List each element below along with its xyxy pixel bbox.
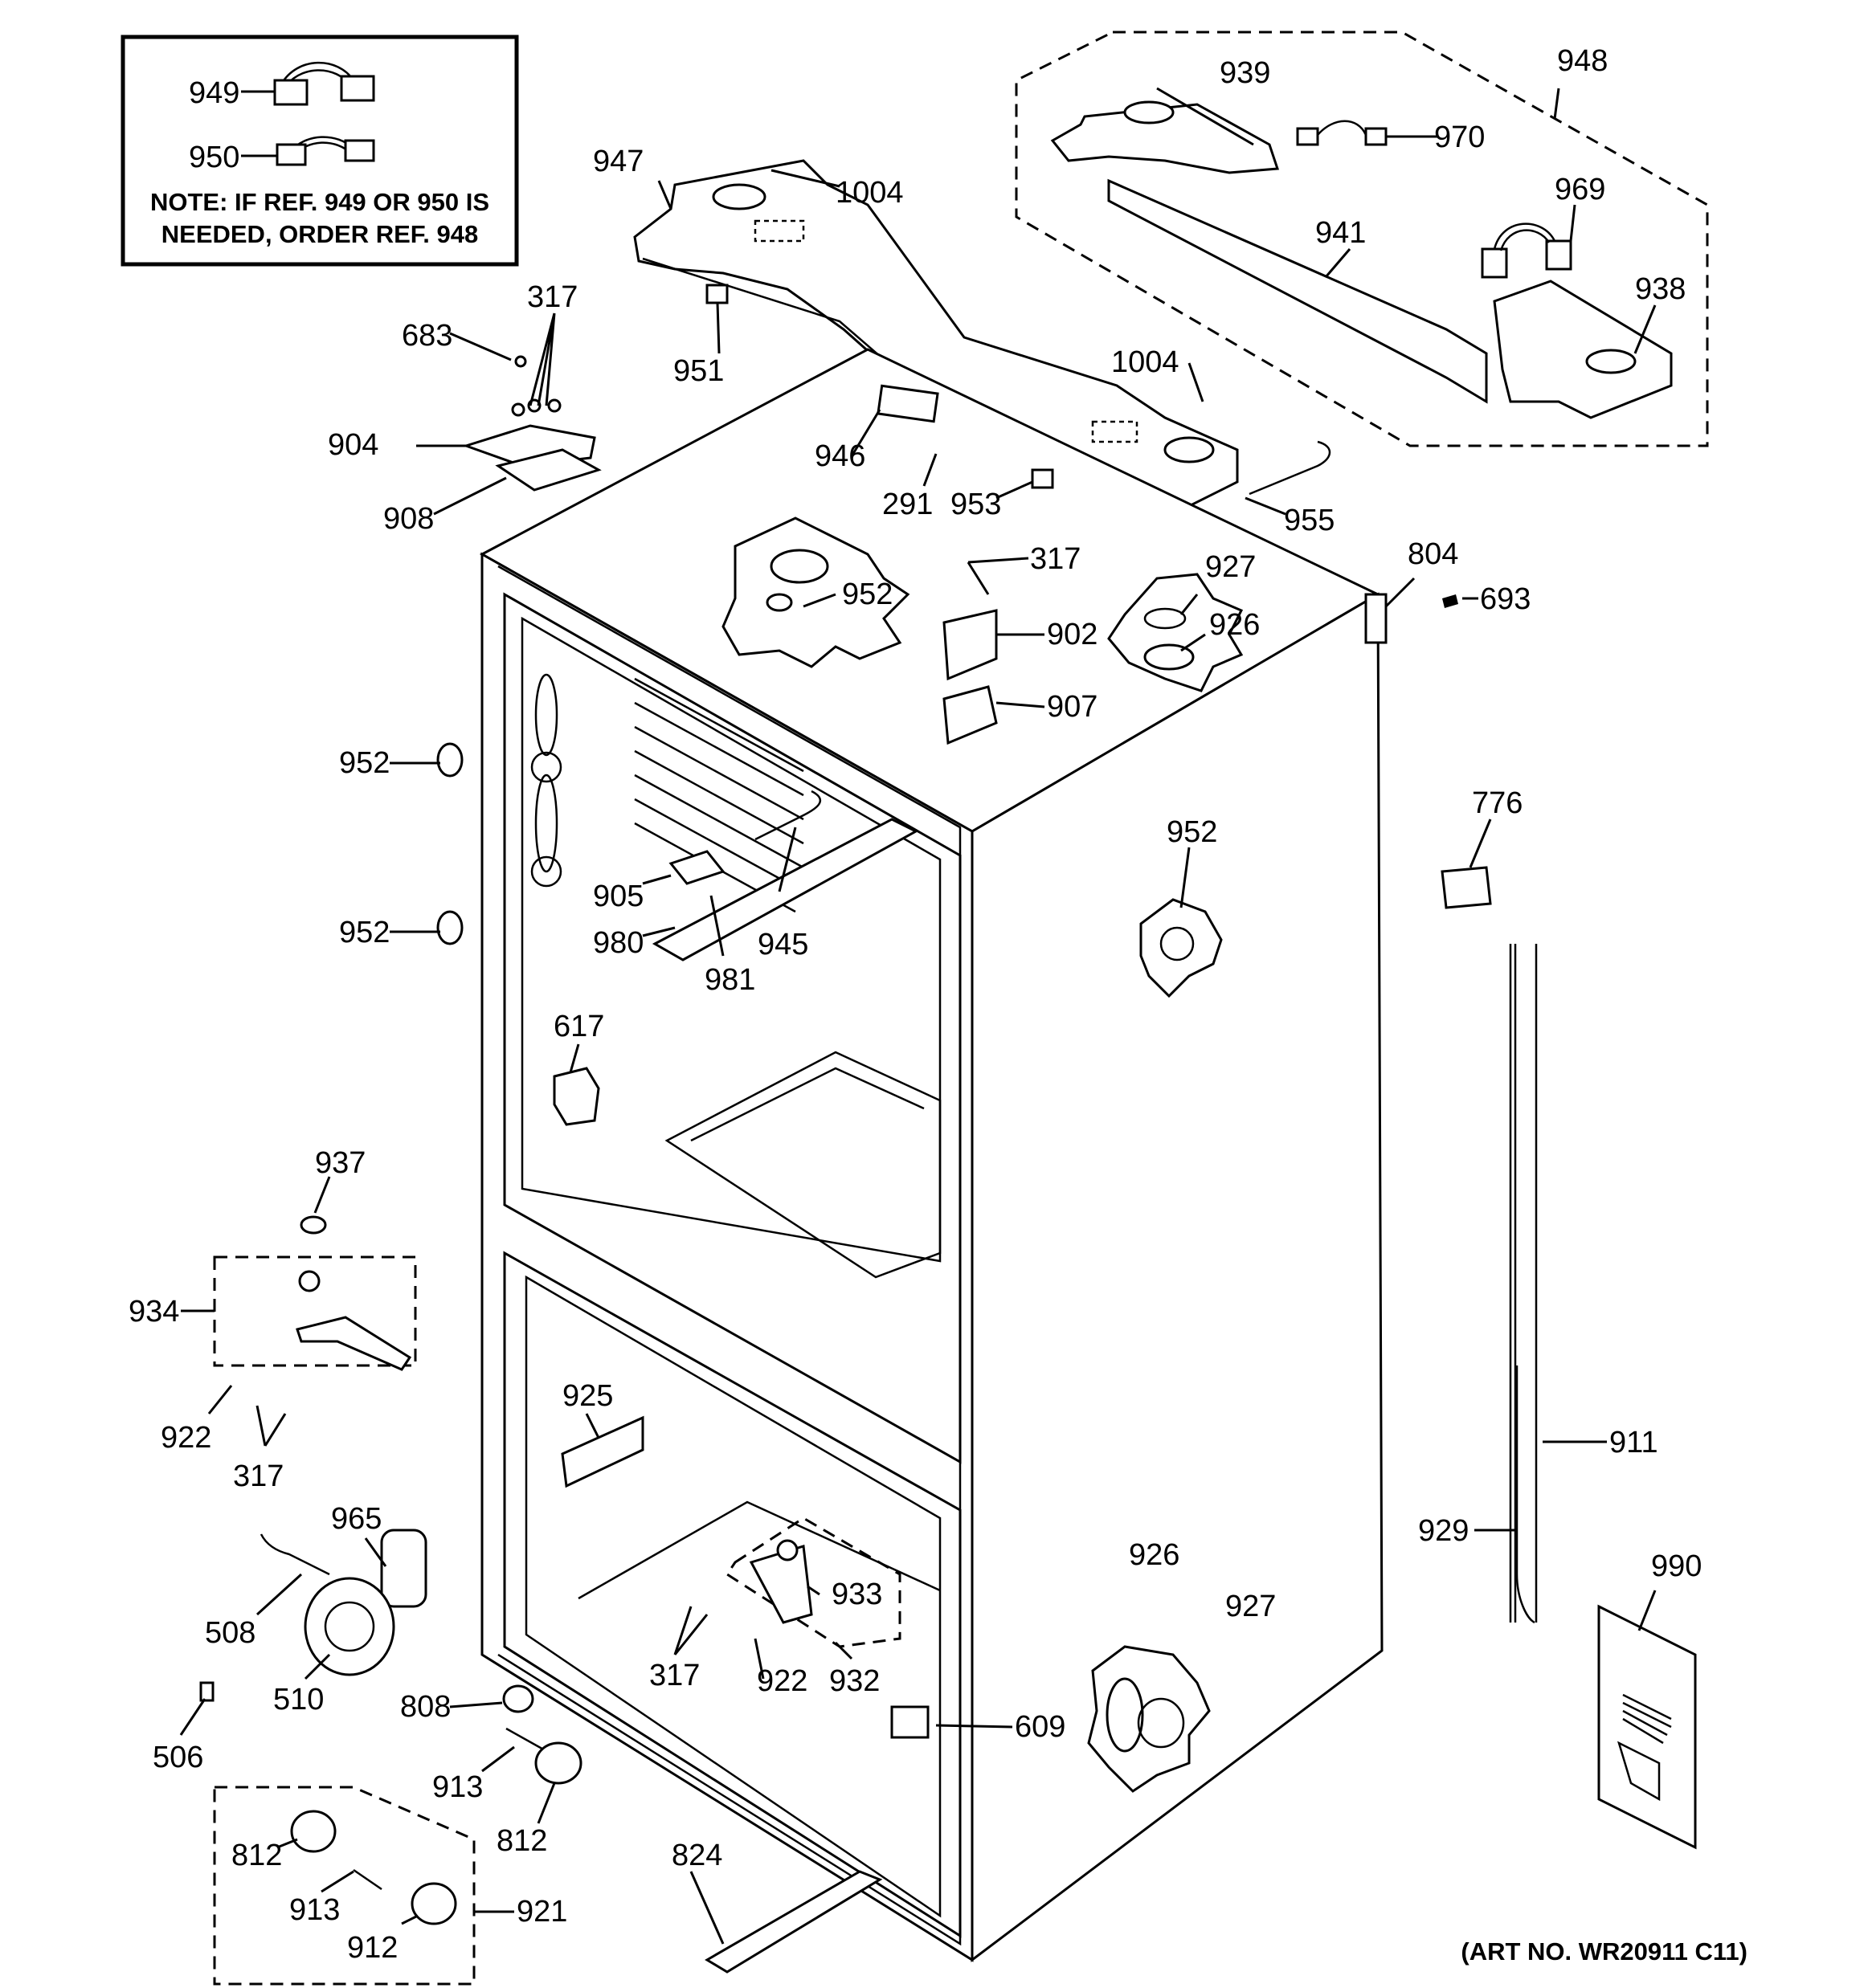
callout-965: 965: [331, 1502, 382, 1536]
callout-955: 955: [1284, 504, 1335, 537]
callout-946: 946: [815, 439, 865, 473]
side-shell-lower: [1087, 1645, 1211, 1793]
wire-harness-950-icon: [276, 136, 375, 166]
callout-902: 902: [1047, 618, 1098, 651]
callout-1004: 1004: [836, 176, 904, 210]
note-box: 949 950 NOTE: IF REF. 949 OR 950 IS NEED…: [121, 35, 519, 267]
callout-949: 949: [189, 76, 239, 110]
art-number: (ART NO. WR20911 C11): [1461, 1937, 1747, 1966]
callout-609: 609: [1015, 1710, 1065, 1744]
callout-934: 934: [129, 1295, 179, 1329]
callout-683: 683: [402, 319, 452, 353]
callout-980: 980: [593, 926, 644, 960]
callout-912: 912: [347, 1931, 398, 1965]
callout-927-top: 927: [1205, 550, 1256, 584]
callout-947: 947: [593, 145, 644, 178]
top-cover-bracket: [633, 159, 1239, 528]
refrigerator-case: [479, 348, 1517, 1963]
callout-922-left: 922: [161, 1421, 211, 1455]
callout-952-side: 952: [1167, 815, 1217, 849]
callout-937: 937: [315, 1146, 366, 1180]
group-948-parts: [1050, 100, 1673, 419]
callout-941: 941: [1315, 216, 1366, 250]
wire-harness-949-icon: [273, 61, 375, 106]
misc-parts: [199, 284, 1697, 1986]
callout-824: 824: [672, 1839, 722, 1872]
callout-926-side: 926: [1129, 1538, 1179, 1572]
callout-922-bottom: 922: [757, 1664, 807, 1698]
callout-932: 932: [829, 1664, 880, 1698]
callout-617: 617: [554, 1010, 604, 1043]
callout-921: 921: [517, 1895, 567, 1929]
callout-945: 945: [758, 928, 808, 961]
callout-952-left-upper: 952: [339, 746, 390, 780]
callout-506: 506: [153, 1741, 203, 1774]
callout-812: 812: [497, 1824, 547, 1858]
callout-911: 911: [1609, 1426, 1658, 1459]
callout-933: 933: [832, 1578, 882, 1611]
callout-291: 291: [882, 488, 933, 521]
callout-776: 776: [1472, 786, 1523, 820]
callout-317-top: 317: [1030, 542, 1081, 576]
callout-970: 970: [1434, 120, 1485, 154]
callout-508: 508: [205, 1616, 255, 1650]
note-line-1: NOTE: IF REF. 949 OR 950 IS: [150, 188, 489, 216]
callout-1004-right: 1004: [1111, 345, 1179, 379]
callout-950: 950: [189, 141, 239, 174]
callout-990: 990: [1651, 1549, 1702, 1583]
callout-804: 804: [1408, 537, 1458, 571]
callout-317-bottom: 317: [649, 1659, 700, 1692]
callout-925: 925: [562, 1379, 613, 1413]
callout-939: 939: [1220, 56, 1270, 90]
callout-951: 951: [673, 354, 724, 388]
callout-693: 693: [1480, 582, 1531, 616]
group-948-outline: [1015, 31, 1709, 447]
callout-812-kit: 812: [231, 1839, 282, 1872]
callout-929: 929: [1418, 1514, 1469, 1548]
callout-510: 510: [273, 1683, 324, 1717]
callout-981: 981: [705, 963, 755, 997]
callout-904: 904: [328, 428, 378, 462]
callout-952-top: 952: [842, 578, 893, 611]
callout-913-kit: 913: [289, 1893, 340, 1927]
group-932-outline: [725, 1517, 901, 1648]
callout-948: 948: [1557, 44, 1608, 78]
note-line-2: NEEDED, ORDER REF. 948: [161, 220, 479, 248]
callout-317-left: 317: [233, 1459, 284, 1493]
callout-969: 969: [1555, 173, 1605, 206]
callout-952-left-lower: 952: [339, 916, 390, 949]
callout-317: 317: [527, 280, 578, 314]
callout-953: 953: [950, 488, 1001, 521]
callout-926-top: 926: [1209, 608, 1260, 642]
callout-905: 905: [593, 880, 644, 913]
callout-907: 907: [1047, 690, 1098, 724]
callout-938: 938: [1635, 272, 1686, 306]
callout-913: 913: [432, 1770, 483, 1804]
callout-numbers: 947 1004 939 948 970 969 941 938 317 683…: [129, 44, 1702, 1965]
wire-harness-969-icon: [1481, 222, 1572, 279]
leader-lines: [179, 87, 1657, 1945]
wire-harness-970-icon: [1296, 120, 1388, 146]
callout-808: 808: [400, 1690, 451, 1724]
callout-908: 908: [383, 502, 434, 536]
callout-927-side: 927: [1225, 1590, 1276, 1623]
